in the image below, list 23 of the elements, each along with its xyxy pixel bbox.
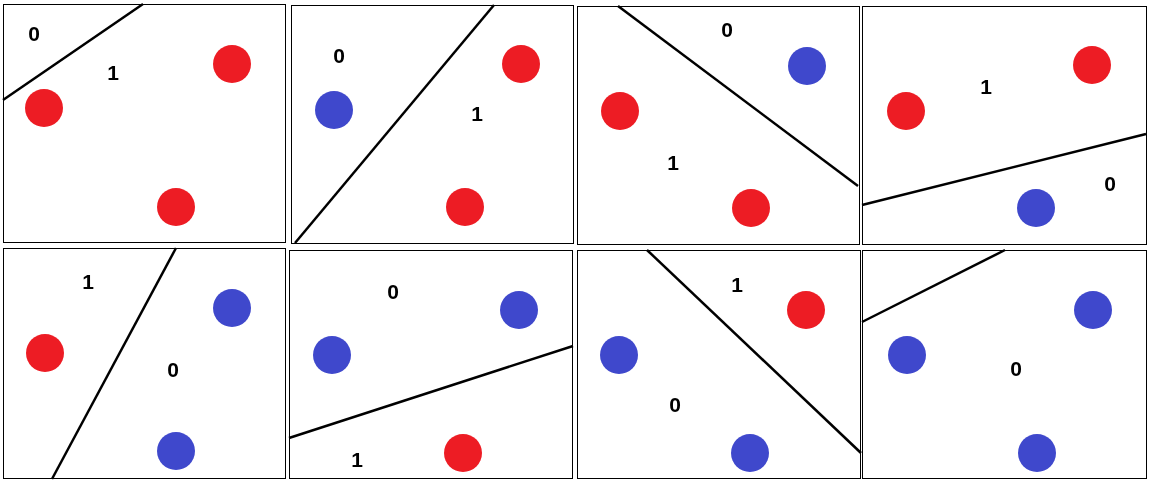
class-label: 0 — [1104, 172, 1116, 194]
class-label: 1 — [471, 102, 483, 124]
class-label: 0 — [1010, 357, 1022, 379]
class-label: 0 — [28, 22, 40, 44]
class-label: 1 — [351, 448, 363, 470]
plot-panel — [862, 250, 1147, 479]
class-label: 0 — [669, 393, 681, 415]
plot-panel — [3, 4, 286, 243]
plot-panel — [291, 5, 574, 244]
class-label: 1 — [980, 75, 992, 97]
plot-panel — [289, 250, 573, 479]
class-label: 1 — [731, 273, 743, 295]
class-label: 1 — [82, 270, 94, 292]
plot-panel — [3, 248, 286, 479]
plot-panel — [577, 6, 860, 245]
plot-panel — [862, 6, 1147, 245]
class-label: 1 — [667, 151, 679, 173]
class-label: 0 — [333, 44, 345, 66]
class-label: 0 — [721, 18, 733, 40]
class-label: 1 — [107, 61, 119, 83]
class-label: 0 — [167, 358, 179, 380]
class-label: 0 — [387, 280, 399, 302]
plot-panel — [577, 250, 861, 479]
